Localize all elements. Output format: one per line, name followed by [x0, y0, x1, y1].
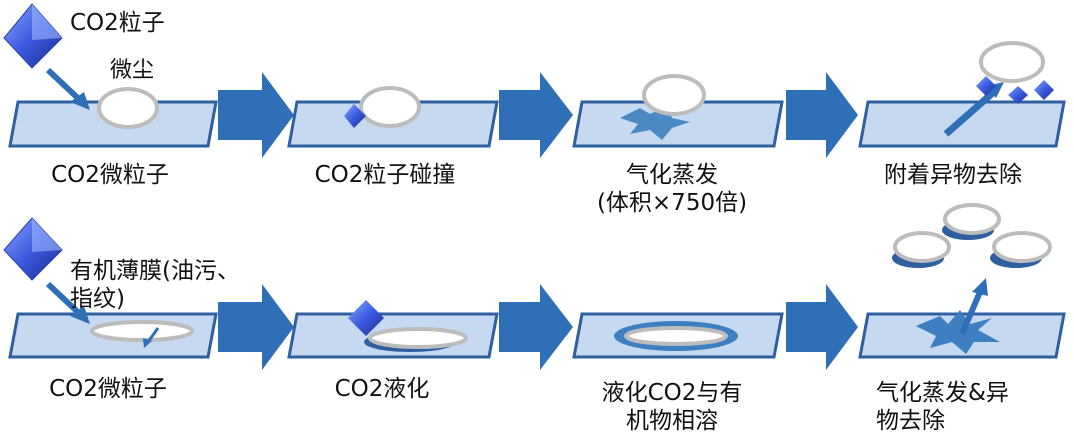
particle-direction-arrow [45, 281, 90, 324]
step-label-evaporation-removal-line2: 物去除 [876, 408, 945, 434]
organic-film-ring [624, 326, 728, 346]
dust-particle-ring [359, 86, 421, 128]
step-label-co2-microparticle-2: CO2微粒子 [49, 376, 167, 402]
step-label-volume-note: (体积×750倍) [596, 190, 748, 216]
step-label-particle-collision: CO2粒子碰撞 [314, 162, 456, 188]
co2-particle-icon [348, 300, 384, 336]
lifted-film-ring [990, 231, 1052, 268]
step-label-contaminant-removal: 附着异物去除 [884, 162, 1022, 188]
process-arrow-3 [786, 72, 858, 158]
co2-particle-icon [3, 217, 63, 281]
co2-particle-icon [344, 104, 366, 128]
lifted-film-ring [892, 231, 951, 268]
lifted-film-ring [942, 203, 1001, 240]
step-label-dissolution-line2: 机物相溶 [626, 408, 718, 434]
step-label-co2-microparticle: CO2微粒子 [51, 162, 169, 188]
organic-film-ring [368, 327, 468, 349]
organic-film-legend-line2: 指纹) [70, 286, 125, 312]
co2-particle-legend-label: CO2粒子 [70, 10, 165, 36]
process-arrow-5 [499, 284, 573, 370]
co2-particle-icon [976, 76, 1054, 104]
step-label-dissolution-line1: 液化CO2与有 [601, 380, 743, 406]
step-label-evaporation-removal-line1: 气化蒸发&异 [876, 380, 1009, 406]
step-label-vaporization: 气化蒸发 [626, 162, 718, 188]
small-impact-arrow [143, 327, 160, 348]
vapor-splash-shape [916, 310, 1000, 354]
dust-particle-ring [642, 74, 706, 116]
dust-legend-label: 微尘 [110, 58, 155, 83]
vapor-splash-shape [620, 106, 690, 140]
process-arrow-6 [786, 284, 858, 370]
process-arrow-2 [499, 72, 573, 158]
particle-direction-arrow [45, 67, 90, 110]
removal-arrow [959, 278, 988, 336]
lifted-dust-ring [979, 41, 1045, 83]
step-label-co2-liquefaction: CO2液化 [334, 376, 430, 402]
organic-film-legend-line1: 有机薄膜(油污、 [70, 258, 240, 284]
organic-film-ring [90, 320, 194, 342]
process-arrow-4 [218, 284, 294, 370]
co2-particle-icon [3, 3, 63, 69]
process-arrow-1 [218, 72, 294, 158]
dust-particle-ring [97, 87, 159, 129]
